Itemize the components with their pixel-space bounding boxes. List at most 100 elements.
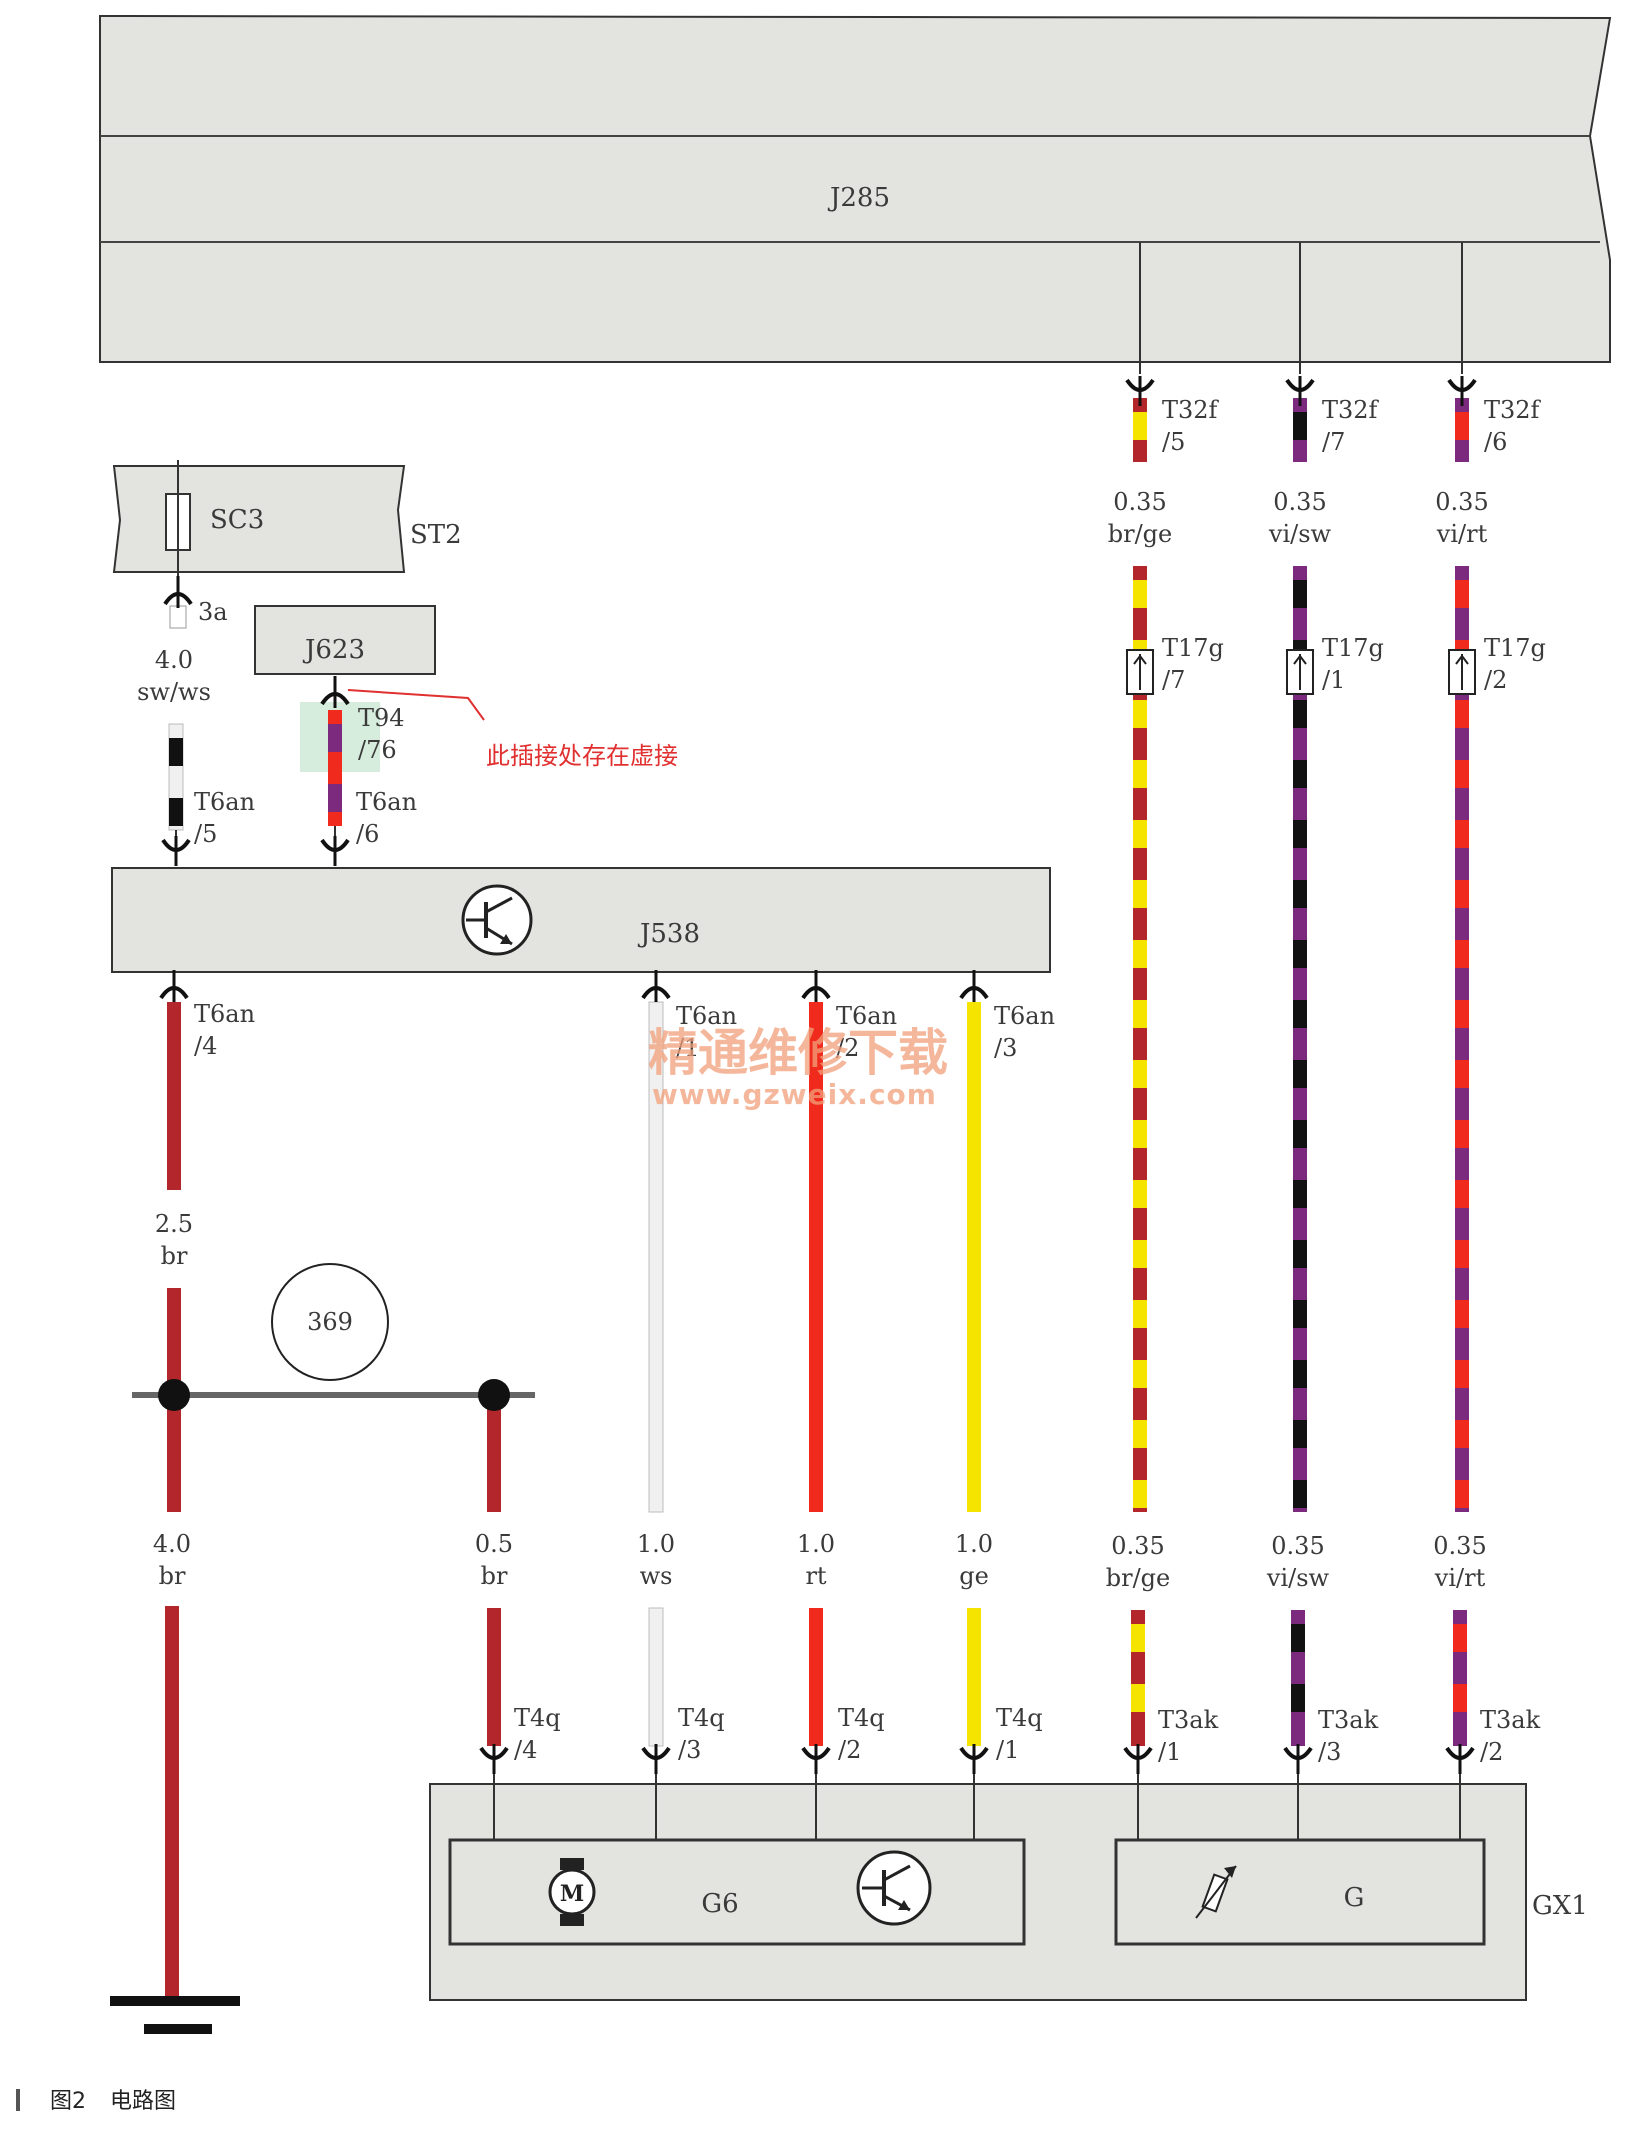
- connector-t4q_3-name: T4q: [678, 1704, 725, 1732]
- connector-t4q-4-name: T4q: [514, 1704, 561, 1732]
- terminal-t6an-6: [320, 836, 350, 866]
- splice-dot: [478, 1379, 510, 1411]
- connector-t3ak_1-pin: /1: [1158, 1738, 1181, 1766]
- watermark-url: www.gzweix.com: [652, 1078, 937, 1111]
- connector-t6an-6-name: T6an: [356, 788, 417, 816]
- wire-label-bot_virt-name: 0.35: [1433, 1532, 1486, 1560]
- connector-sc3-3a-name: 3a: [198, 598, 228, 626]
- connector-t3ak_3-name: T3ak: [1318, 1706, 1379, 1734]
- connector-t4q_3-pin: /3: [678, 1736, 701, 1764]
- terminal-t6an_3: [959, 970, 989, 1002]
- figure-number: 图2: [50, 2089, 86, 2114]
- inline-t17g_2: [1448, 649, 1476, 695]
- wire-g6-br-lower: [487, 1608, 501, 1746]
- wire-label-g6_ws-pin: ws: [640, 1562, 673, 1590]
- terminal-t3ak_3: [1283, 1744, 1313, 1774]
- connector-t17g_7-name: T17g: [1162, 634, 1224, 662]
- connector-t4q_2-pin: /2: [838, 1736, 861, 1764]
- terminal-t6an-5: [161, 836, 191, 866]
- connector-t4q_1-name: T4q: [996, 1704, 1043, 1732]
- wire-t94-76: [328, 710, 342, 826]
- wire-top_visw-long: [1293, 566, 1307, 1512]
- connector-t3ak_2-pin: /2: [1480, 1738, 1503, 1766]
- connector-t32f_7-name: T32f: [1322, 396, 1380, 424]
- wire-label-ground-br-name: 4.0: [153, 1530, 191, 1558]
- wire-label-g6-br-pin: br: [481, 1562, 508, 1590]
- connector-t6an-6-pin: /6: [356, 820, 379, 848]
- connector-t6an_1-name: T6an: [676, 1002, 737, 1030]
- junction-layer: [158, 242, 1463, 1840]
- terminal-t4q_2: [801, 1744, 831, 1774]
- wire-label-g6_ws-name: 1.0: [637, 1530, 675, 1558]
- wire-top_brge-long: [1133, 566, 1147, 1512]
- gx1-label: GX1: [1532, 1891, 1588, 1921]
- watermark-title: 精通维修下载: [648, 1024, 948, 1082]
- connector-t6an_3-name: T6an: [994, 1002, 1055, 1030]
- terminal-t32f_5: [1125, 376, 1155, 406]
- connector-t4q-4-pin: /4: [514, 1736, 537, 1764]
- annotation-leader: [347, 689, 485, 721]
- j538-label: J538: [637, 919, 700, 949]
- wire-label-g6_ge-pin: ge: [959, 1562, 989, 1590]
- wire-label-top_brge-name: 0.35: [1113, 488, 1166, 516]
- j285-box: J285: [99, 14, 1612, 363]
- terminal-t3ak_1: [1123, 1744, 1153, 1774]
- connector-t6an_1-pin: /1: [676, 1034, 699, 1062]
- terminal-sc3-3a: [163, 576, 193, 608]
- connector-t3ak_3-pin: /3: [1318, 1738, 1341, 1766]
- g-label: G: [1344, 1883, 1365, 1913]
- wire-label-top_virt-pin: vi/rt: [1436, 520, 1488, 548]
- wire-label-g6_ge-name: 1.0: [955, 1530, 993, 1558]
- connector-t6an-5-name: T6an: [194, 788, 255, 816]
- wire-bot_brge-lower: [1131, 1610, 1145, 1746]
- wire-label-g6_rt-name: 1.0: [797, 1530, 835, 1558]
- terminal-t6an-4: [159, 970, 189, 1002]
- j285-label: J285: [827, 183, 890, 213]
- wire-label-g6-br-name: 0.5: [475, 1530, 513, 1558]
- ground-symbol: [110, 1996, 240, 2034]
- inline-t17g_1: [1286, 649, 1314, 695]
- j538-box: J538: [111, 867, 1051, 973]
- connector-t4q_2-name: T4q: [838, 1704, 885, 1732]
- connector-t6an-4-pin: /4: [194, 1032, 217, 1060]
- connector-t32f_6-name: T32f: [1484, 396, 1542, 424]
- connector-t17g_1-name: T17g: [1322, 634, 1384, 662]
- connector-t17g_2-name: T17g: [1484, 634, 1546, 662]
- wire-label-ground-br-pin: br: [159, 1562, 186, 1590]
- wire-label-top_virt-name: 0.35: [1435, 488, 1488, 516]
- connector-t32f_6-pin: /6: [1484, 428, 1507, 456]
- terminal-t32f_6: [1447, 376, 1477, 406]
- connector-t6an_2-pin: /2: [836, 1034, 859, 1062]
- ground-junction-369: 369: [132, 1263, 535, 1398]
- wire-label-bot_visw-name: 0.35: [1271, 1532, 1324, 1560]
- wire-label-bot_brge-pin: br/ge: [1106, 1564, 1171, 1592]
- motor-icon: M: [548, 1858, 596, 1926]
- j623-label: J623: [302, 635, 365, 665]
- terminal-t6an_1: [641, 970, 671, 1002]
- transistor-icon: [856, 1850, 932, 1926]
- wire-ground-br: [165, 1606, 179, 1996]
- g-box: [1114, 1838, 1486, 1946]
- wire-layer: [165, 398, 1469, 1996]
- inline-t17g_7: [1126, 649, 1154, 695]
- gx1-unit: GX1 G6 G M: [429, 1783, 1588, 2001]
- wire-label-top_visw-name: 0.35: [1273, 488, 1326, 516]
- wire-t6an_2: [809, 1002, 823, 1512]
- connector-t3ak_1-name: T3ak: [1158, 1706, 1219, 1734]
- wire-t32f_5-stub: [1133, 398, 1147, 462]
- wire-label-bot_visw-pin: vi/sw: [1266, 1564, 1330, 1592]
- wire-top_virt-long: [1455, 566, 1469, 1512]
- wire-g6_rt-lower: [809, 1608, 823, 1746]
- wire-sc3-out: [168, 723, 184, 831]
- connector-t94-76-name: T94: [358, 704, 405, 732]
- wire-g6_ge-lower: [967, 1608, 981, 1746]
- wire-t32f_6-stub: [1455, 398, 1469, 462]
- terminal-t94-76: [320, 676, 350, 708]
- wire-ground-branch: [487, 1402, 501, 1512]
- j623-box: J623: [254, 605, 436, 772]
- wire-label-g6_rt-pin: rt: [805, 1562, 826, 1590]
- terminal-t4q_1: [959, 1744, 989, 1774]
- wire-label-top_brge-pin: br/ge: [1108, 520, 1173, 548]
- terminal-t4q-4: [479, 1744, 509, 1774]
